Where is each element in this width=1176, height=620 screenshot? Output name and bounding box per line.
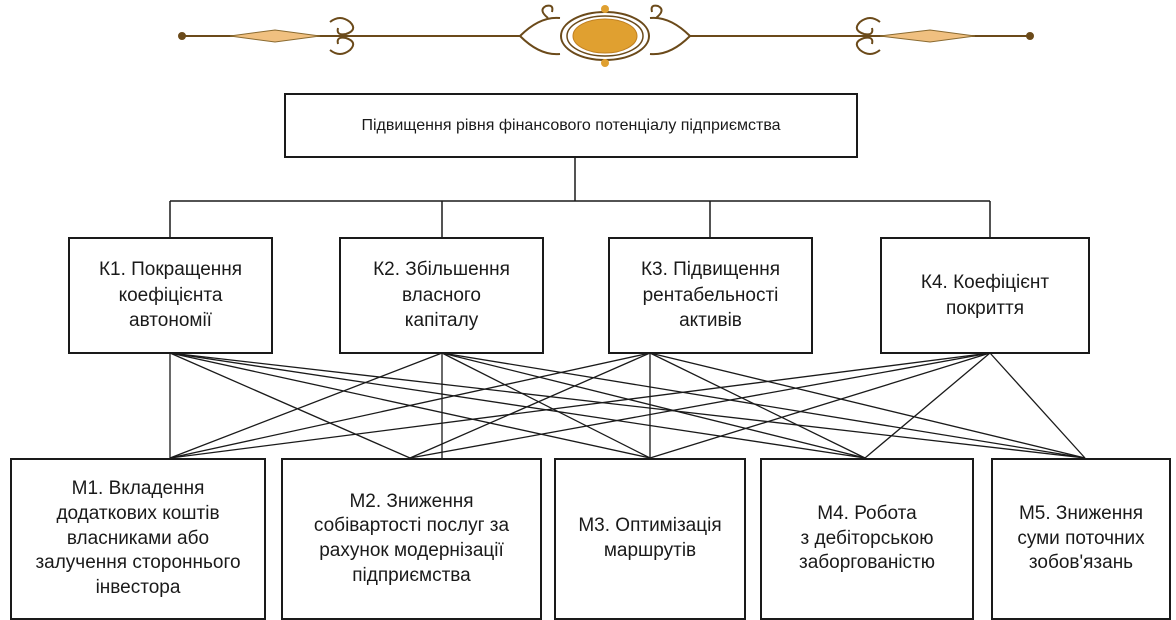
measure-m5-box: М5. Зниження суми поточних зобов'язань: [991, 458, 1171, 620]
measure-m4-box: М4. Робота з дебіторською заборгованістю: [760, 458, 974, 620]
ornament-divider: [178, 4, 1034, 61]
measure-m1-label: М1. Вкладення додаткових коштів власника…: [35, 478, 241, 599]
measure-m3-label: М3. Оптимізація маршрутів: [578, 515, 722, 561]
criterion-k1-box: К1. Покращення коефіцієнта автономії: [68, 237, 273, 354]
criterion-k4-label: К4. Коефіцієнт покриття: [920, 271, 1050, 319]
criterion-k2-label: К2. Збільшення власного капіталу: [373, 259, 510, 332]
measure-m1-box: М1. Вкладення додаткових коштів власника…: [10, 458, 266, 620]
criteria-measure-links: [169, 352, 1086, 459]
goal-connectors: [169, 158, 991, 237]
ornament-top-dot: [601, 5, 609, 13]
measure-m5-label: М5. Зниження суми поточних зобов'язань: [1017, 502, 1145, 574]
ornament-bottom-dot: [601, 59, 609, 67]
criterion-k4-box: К4. Коефіцієнт покриття: [880, 237, 1090, 354]
ornament-center-medallion: [572, 18, 638, 54]
criterion-k2-box: К2. Збільшення власного капіталу: [339, 237, 544, 354]
criterion-k3-box: К3. Підвищення рентабельності активів: [608, 237, 813, 354]
goal-label: Підвищення рівня фінансового потенціалу …: [361, 116, 781, 134]
measure-m3-box: М3. Оптимізація маршрутів: [554, 458, 746, 620]
criterion-k1-label: К1. Покращення коефіцієнта автономії: [98, 259, 243, 332]
measure-m2-box: М2. Зниження собівартості послуг за раху…: [281, 458, 542, 620]
criterion-k3-label: К3. Підвищення рентабельності активів: [640, 259, 781, 332]
measure-m4-label: М4. Робота з дебіторською заборгованістю: [799, 502, 935, 574]
goal-box: Підвищення рівня фінансового потенціалу …: [284, 93, 858, 158]
measure-m2-label: М2. Зниження собівартості послуг за раху…: [313, 490, 510, 586]
